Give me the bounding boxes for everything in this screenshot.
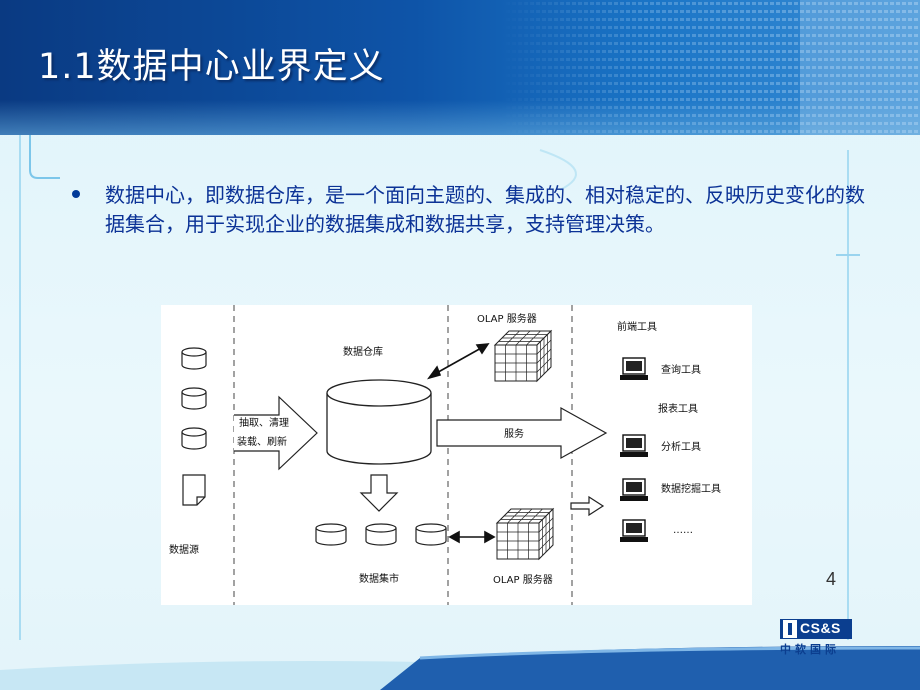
computer-icon xyxy=(620,434,648,457)
source-db-icon xyxy=(181,387,207,410)
company-logo: CS&S 中软国际 xyxy=(780,619,858,659)
data-warehouse-diagram: 数据源 抽取、清理 装载、刷新 数据仓库 服务 OLAP 服务器 xyxy=(161,305,752,605)
olap-link-arrow xyxy=(427,343,490,380)
logo-brand: CS&S xyxy=(800,620,841,636)
olap-bottom-label: OLAP 服务器 xyxy=(493,573,553,586)
binary-matrix-decoration xyxy=(500,0,920,135)
olap-link-arrow xyxy=(448,530,496,544)
data-mart-db-icon xyxy=(315,523,347,546)
tool-label: 数据挖掘工具 xyxy=(661,482,721,495)
source-db-icon xyxy=(181,347,207,370)
tool-label: 报表工具 xyxy=(658,402,698,415)
olap-top-label: OLAP 服务器 xyxy=(477,312,537,325)
slide-title: 1.1数据中心业界定义 xyxy=(38,47,385,87)
computer-icon xyxy=(620,478,648,501)
frontend-label: 前端工具 xyxy=(617,320,657,333)
service-arrow xyxy=(436,406,608,460)
down-arrow xyxy=(359,474,399,512)
load-refresh-label: 装载、刷新 xyxy=(237,435,287,448)
warehouse-label: 数据仓库 xyxy=(343,345,383,358)
data-mart-label: 数据集市 xyxy=(359,572,399,585)
tool-label: 查询工具 xyxy=(661,363,701,376)
olap-cube-icon xyxy=(495,507,555,561)
tool-label: 分析工具 xyxy=(661,440,701,453)
footer-wave xyxy=(0,646,920,690)
tool-label: …… xyxy=(673,525,693,536)
data-source-label: 数据源 xyxy=(169,543,199,556)
bullet-dot xyxy=(72,190,80,198)
etl-arrow xyxy=(234,395,318,471)
frontend-arrow xyxy=(570,495,605,517)
service-label: 服务 xyxy=(504,427,524,440)
logo-mark-icon xyxy=(783,620,797,638)
data-mart-db-icon xyxy=(415,523,447,546)
definition-text: 数据中心，即数据仓库，是一个面向主题的、集成的、相对稳定的、反映历史变化的数据集… xyxy=(105,183,865,236)
computer-icon xyxy=(620,519,648,542)
extract-clean-label: 抽取、清理 xyxy=(239,416,289,429)
logo-chinese-name: 中软国际 xyxy=(780,643,840,656)
document-icon xyxy=(182,474,206,506)
computer-icon xyxy=(620,357,648,380)
source-db-icon xyxy=(181,427,207,450)
data-mart-db-icon xyxy=(365,523,397,546)
logo-box: CS&S xyxy=(780,619,852,639)
olap-cube-icon xyxy=(493,329,553,383)
page-number: 4 xyxy=(826,569,837,589)
warehouse-cylinder-icon xyxy=(326,379,432,465)
